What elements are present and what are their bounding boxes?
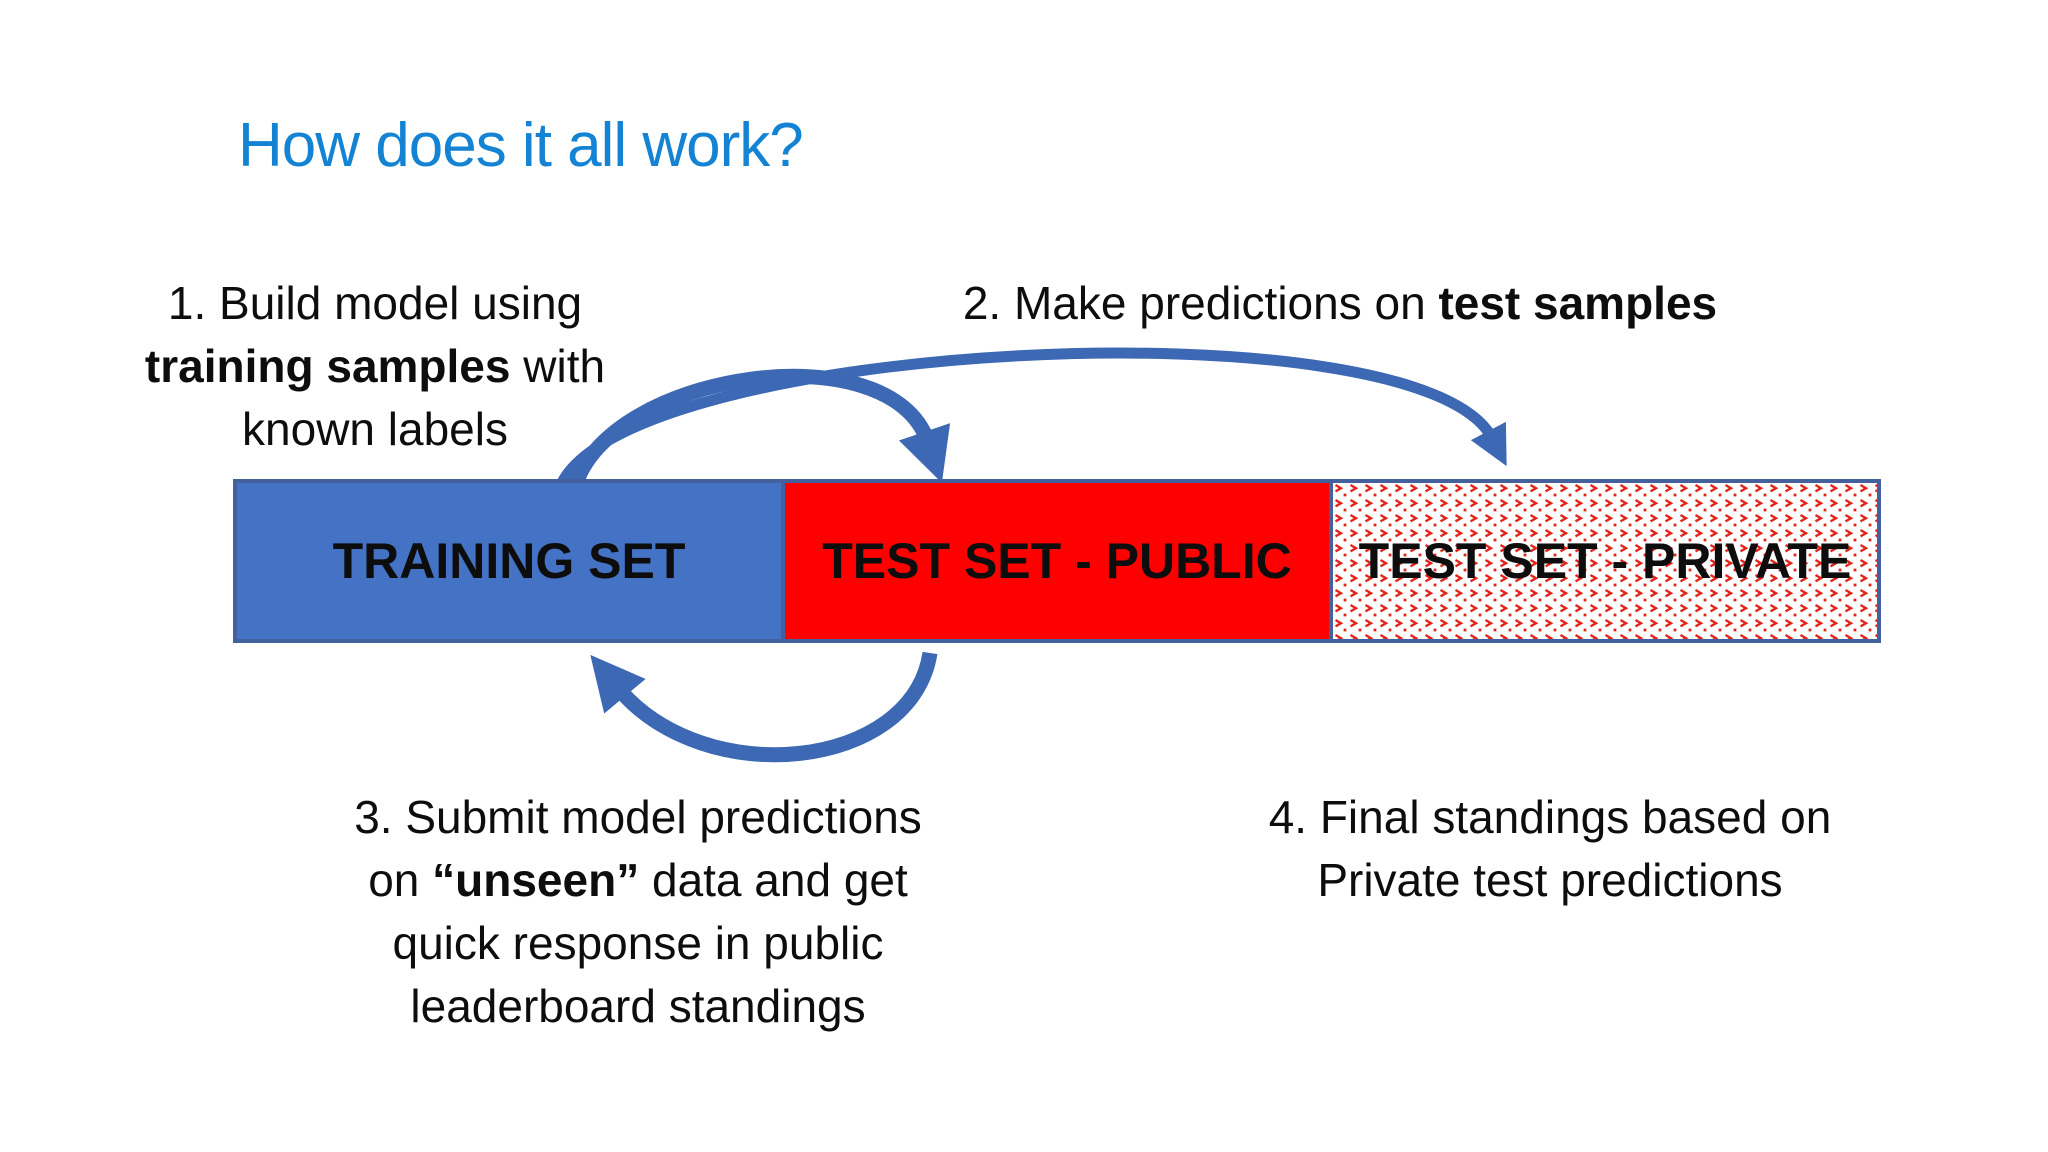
step1-line1: 1. Build model using xyxy=(167,277,583,329)
step3-bold-unseen: “unseen” xyxy=(432,854,640,906)
test-set-private-label: TEST SET - PRIVATE xyxy=(1358,533,1852,589)
arrow-public-to-train xyxy=(590,651,938,763)
step3-line3: quick response in public xyxy=(392,917,884,969)
test-set-public-segment: TEST SET - PUBLIC xyxy=(785,479,1333,643)
test-set-private-segment: TEST SET - PRIVATE xyxy=(1333,479,1881,643)
step1-bold-training-samples: training samples xyxy=(144,340,511,392)
step2-bold-test-samples: test samples xyxy=(1438,277,1718,329)
red-dot-pattern xyxy=(1333,483,1877,639)
step3-line4: leaderboard standings xyxy=(410,980,866,1032)
training-set-label: TRAINING SET xyxy=(332,533,686,589)
dataset-bar: TRAINING SET TEST SET - PUBLIC TEST SET … xyxy=(233,479,1881,643)
step4-line1: 4. Final standings based on xyxy=(1268,791,1832,843)
test-set-public-label: TEST SET - PUBLIC xyxy=(822,533,1292,589)
step1-line3: known labels xyxy=(242,403,508,455)
step4-line2: Private test predictions xyxy=(1317,854,1783,906)
step3-line1: 3. Submit model predictions xyxy=(354,791,922,843)
step1-caption: 1. Build model using training samples wi… xyxy=(144,277,606,455)
training-set-segment: TRAINING SET xyxy=(233,479,785,643)
slide-title: How does it all work? xyxy=(238,111,804,180)
step3-caption: 3. Submit model predictions on “unseen” … xyxy=(354,791,922,1032)
step2-caption: 2. Make predictions on test samples xyxy=(962,277,1718,329)
arrow-train-to-private xyxy=(554,347,1507,490)
step4-caption: 4. Final standings based on Private test… xyxy=(1240,786,1860,912)
